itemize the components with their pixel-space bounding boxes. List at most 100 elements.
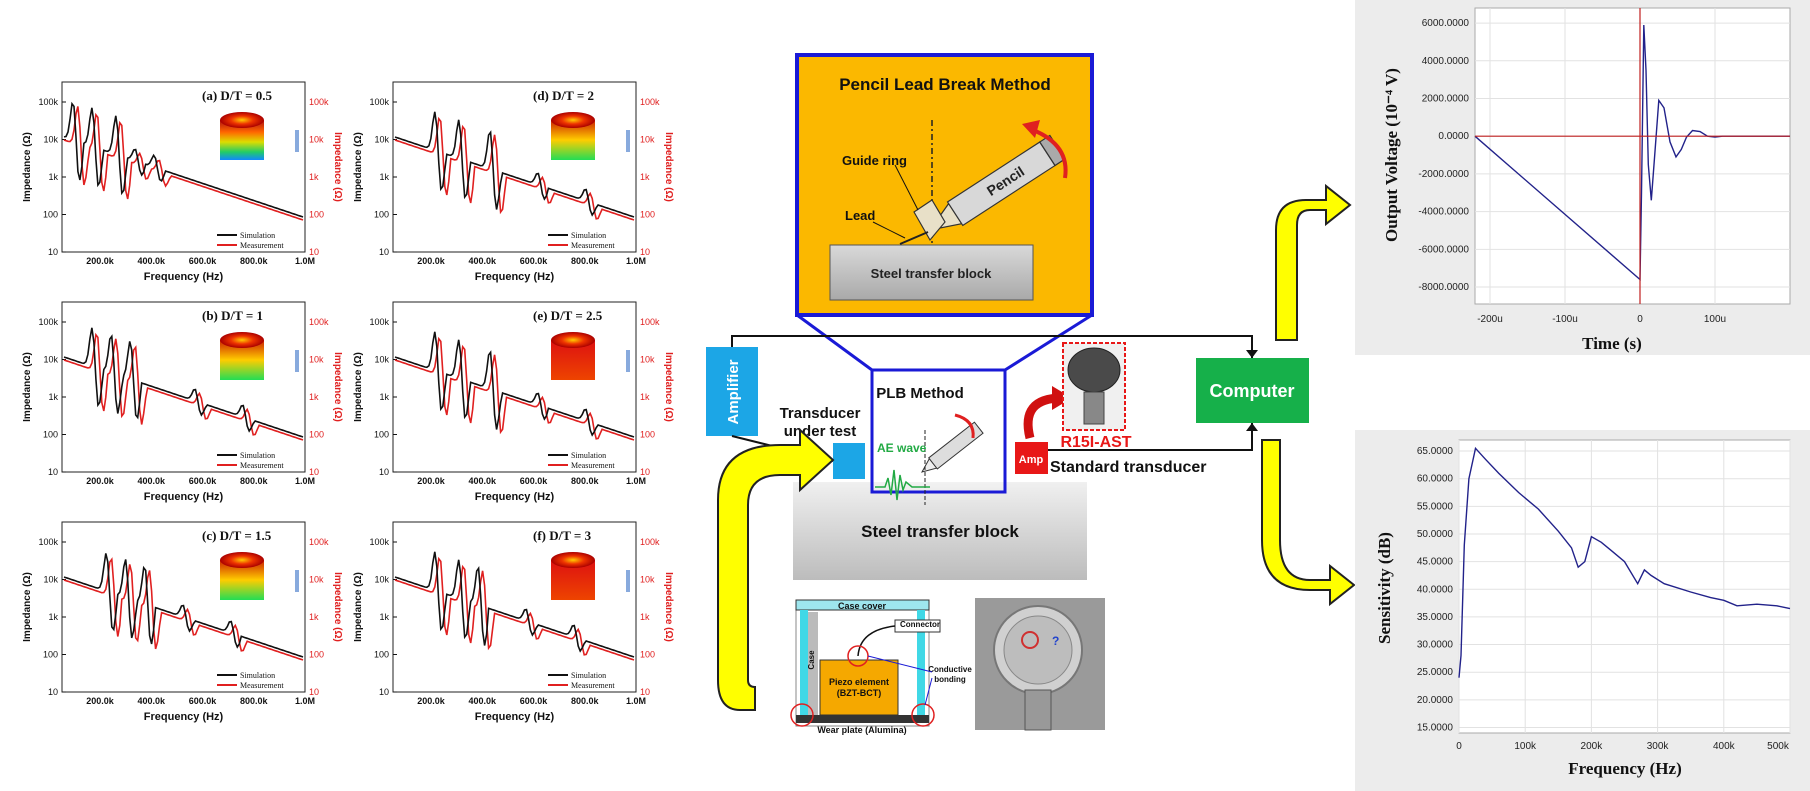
x-tick-label: 200.0k [417,476,446,486]
y-tick-label: 10 [379,687,389,697]
y-tick-label: -8000.0000 [1418,282,1469,293]
x-tick-label: 1.0M [295,696,315,706]
x-tick-label: 800.0k [240,476,269,486]
x-tick-label: 400.0k [137,256,166,266]
y-axis-label: Impedance (Ω) [353,132,364,202]
lead-line [899,231,929,245]
y-tick-label: 60.0000 [1417,474,1454,485]
case-wall-left [800,610,808,720]
x-tick-label: 400.0k [468,476,497,486]
sensitivity-plot-area [1458,439,1791,734]
y-tick-label-right: 10k [309,355,324,365]
x-tick-label: 600.0k [520,696,549,706]
x-tick-label: 200.0k [86,476,115,486]
x-tick-label: 800.0k [240,696,269,706]
x-tick-label: 400.0k [468,696,497,706]
x-tick-label: 800.0k [571,476,600,486]
panel-label: (a) D/T = 0.5 [202,88,273,103]
top-connection-arrowhead [1246,350,1258,358]
sensitivity-line [1458,446,1791,678]
standard-transducer-label: Standard transducer [1050,459,1206,476]
sensor-photo: ? [975,598,1105,731]
colorbar [295,130,299,152]
y-tick-label-right: 100k [640,97,660,107]
computer-label: Computer [1210,381,1295,401]
x-tick-label: 1.0M [626,476,646,486]
x-axis-label: Frequency (Hz) [475,271,555,283]
x-tick-label: 200.0k [86,256,115,266]
x-tick-label: 200k [1581,741,1604,752]
sensor-photo-icon [1067,347,1121,393]
measurement-curve [394,556,635,661]
y-tick-label-right: 1k [640,392,650,402]
case-cover-bar [795,599,930,611]
sensitivity-chart: 65.000060.000055.000050.000045.000040.00… [1355,430,1810,791]
panel-label: (f) D/T = 3 [533,528,592,543]
panel-label: (e) D/T = 2.5 [533,308,603,323]
x-tick-label: 300k [1647,741,1670,752]
sensitivity-grid [1458,440,1791,733]
x-tick-label: 0 [1456,741,1462,752]
y-axis-label-right: Impedance (Ω) [332,572,343,642]
y-tick-label-right: 10 [309,467,319,477]
panel-label: (d) D/T = 2 [533,88,594,103]
amp-box [1015,442,1048,474]
bonding-circle-left [790,703,814,727]
y-axis-label: Impedance (Ω) [353,352,364,422]
x-tick-label: 1.0M [626,256,646,266]
lead-label: Lead [845,208,875,223]
y-axis-label: Impedance (Ω) [22,572,33,642]
y-tick-label-right: 100k [309,537,329,547]
x-tick-label: 800.0k [571,256,600,266]
voltage-yticks: 6000.00004000.00002000.00000.0000-2000.0… [1418,18,1469,293]
y-tick-label: 15.0000 [1417,722,1454,733]
x-tick-label: 800.0k [240,256,269,266]
y-tick-label-right: 100 [640,210,655,220]
panel-frame [61,301,306,473]
y-tick-label: 30.0000 [1417,640,1454,651]
simulation-curve [394,331,635,438]
y-tick-label: 10 [379,247,389,257]
simulation-curve [63,101,304,218]
y-tick-label: 10k [374,135,389,145]
voltage-plot-area [1474,7,1791,305]
y-tick-label: 1k [379,612,389,622]
legend-simulation: Simulation [240,451,275,460]
voltage-ylabel: Output Voltage (10⁻⁴ V) [1382,68,1401,242]
zoom-line-left [796,313,873,372]
legend-measurement: Measurement [240,681,284,690]
x-tick-label: 1.0M [295,476,315,486]
x-tick-label: 1.0M [295,256,315,266]
y-tick-label: 10k [43,135,58,145]
fem-model-top [551,112,595,128]
y-tick-label: 1k [48,612,58,622]
y-tick-label: 10k [43,575,58,585]
y-tick-label: 10 [379,467,389,477]
colorbar [295,570,299,592]
wear-plate-label: Wear plate (Alumina) [817,725,906,735]
lead-leader [872,221,906,239]
y-tick-label-right: 1k [309,392,319,402]
y-tick-label: 10 [48,247,58,257]
y-tick-label: 20.0000 [1417,695,1454,706]
y-tick-label: 1k [379,172,389,182]
x-tick-label: 600.0k [189,696,218,706]
sensitivity-xlabel: Frequency (Hz) [1568,759,1681,778]
legend-simulation: Simulation [240,671,275,680]
wire [857,625,896,657]
steel-block-large [793,482,1087,580]
simulation-curve [394,551,635,658]
y-tick-label-right: 1k [640,612,650,622]
x-tick-label: 400.0k [137,696,166,706]
connector-label: Connector [900,620,940,629]
y-tick-label: 65.0000 [1417,446,1454,457]
voltage-chart: 6000.00004000.00002000.00000.0000-2000.0… [1355,0,1810,355]
y-tick-label: -2000.0000 [1418,169,1469,180]
y-tick-label: 45.0000 [1417,557,1454,568]
amplifier-label: Amplifier [725,359,742,424]
y-tick-label-right: 100k [640,317,660,327]
panel-label: (c) D/T = 1.5 [202,528,272,543]
